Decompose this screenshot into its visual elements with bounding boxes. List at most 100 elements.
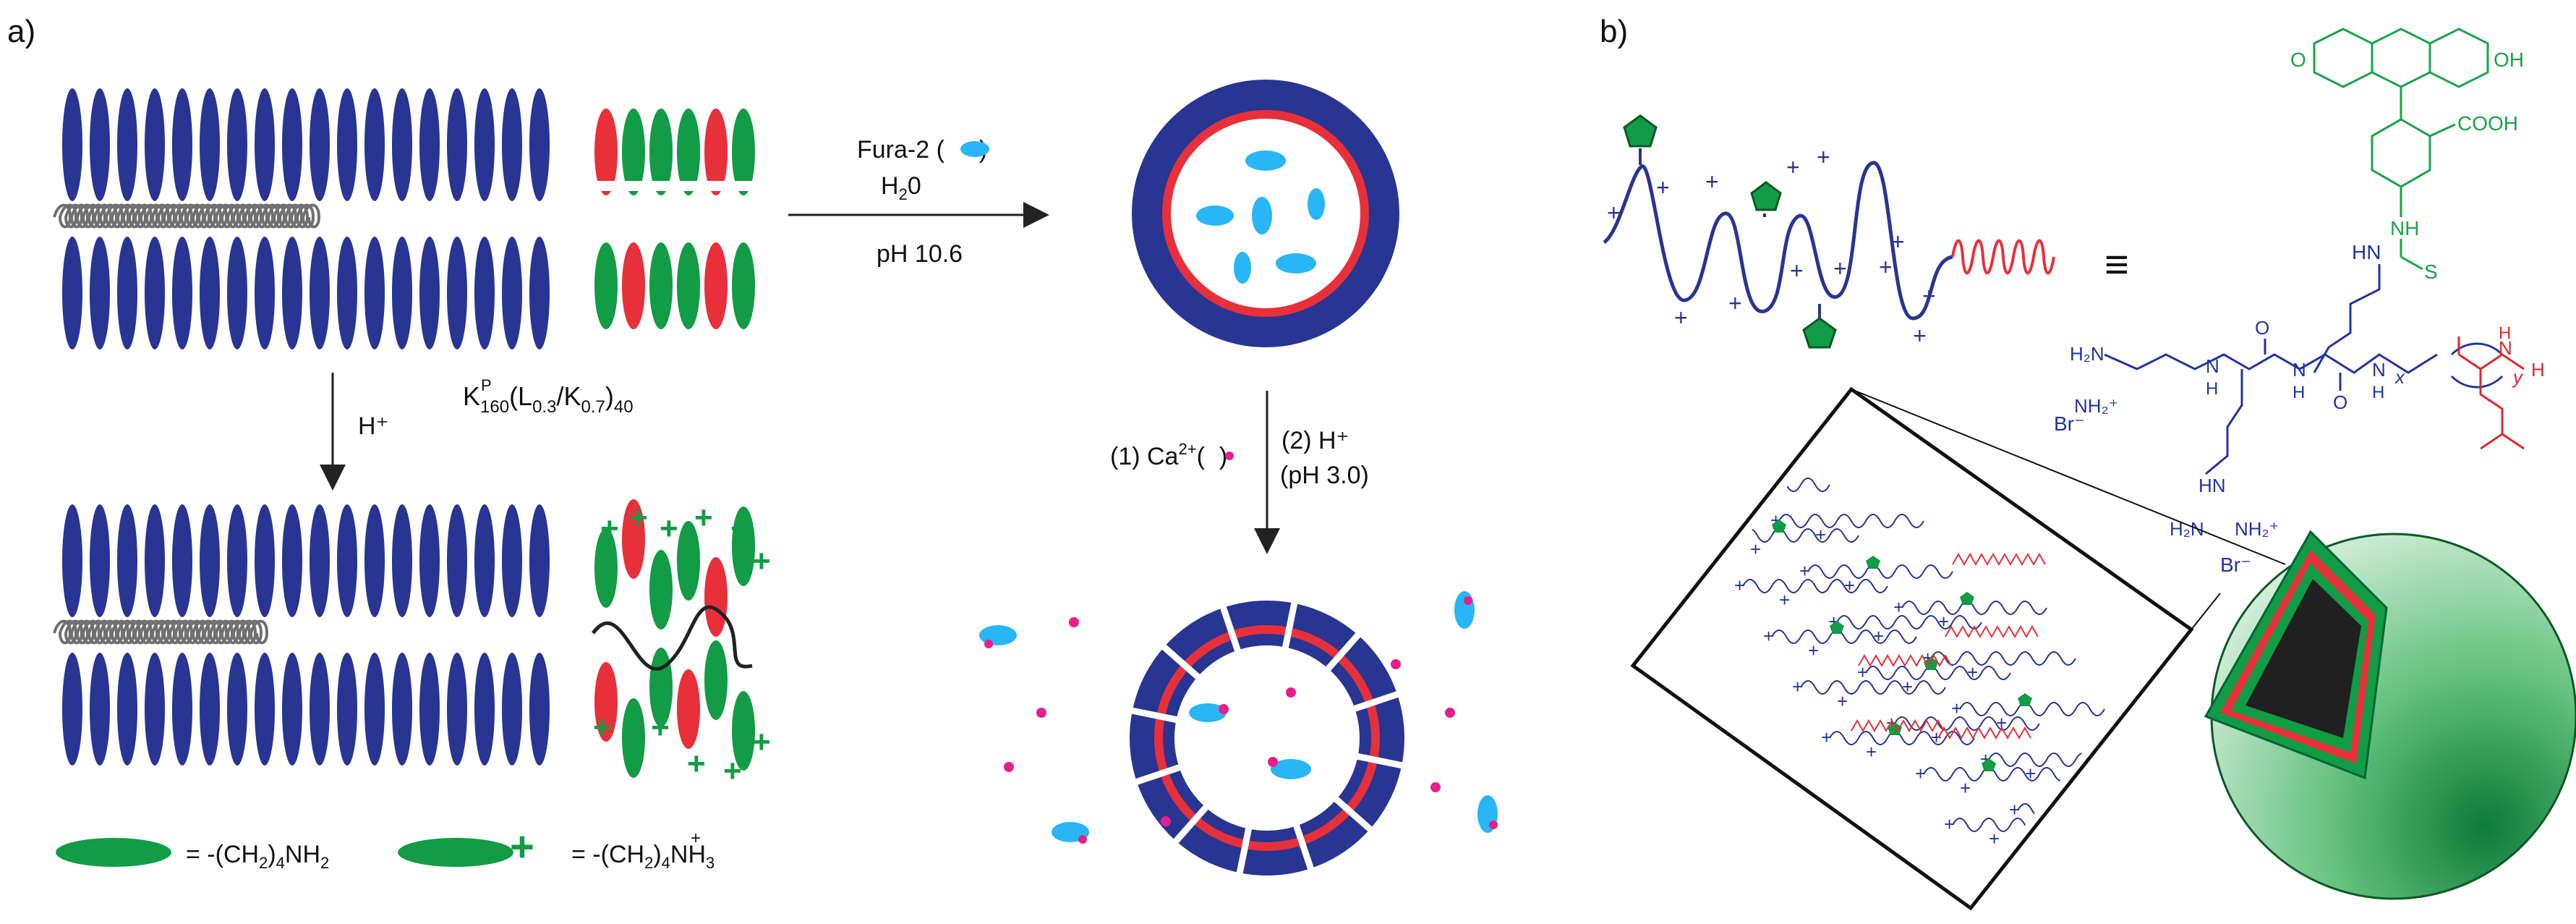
side-chain-lysine	[704, 242, 728, 329]
side-chain-hydrophobic	[227, 88, 247, 201]
sugar-pentagon-icon	[2018, 693, 2032, 706]
rupture-gap	[1329, 793, 1378, 836]
chain-segment	[2046, 854, 2180, 868]
rupture-gap	[1322, 627, 1365, 676]
chem-n1: N	[2206, 355, 2219, 377]
positive-charge: +	[1951, 698, 1962, 719]
ph-label-top: pH 10.6	[877, 240, 963, 268]
acid-label: (2) H⁺	[1281, 427, 1349, 454]
chem-n2: N	[2293, 359, 2306, 381]
chem-o1: O	[2255, 317, 2269, 339]
sugar-pentagon-icon	[1888, 722, 1902, 735]
side-chain-hydrophobic	[255, 504, 275, 617]
side-chain-hydrophobic	[502, 88, 522, 201]
panel-b-label: b)	[1600, 14, 1628, 49]
chemical-structure: O OH COOH NH S HN H₂N NH₂⁺ Br⁻ O O N N	[2054, 27, 2545, 576]
helix-segment	[1858, 653, 1952, 668]
side-chain-hydrophobic	[90, 504, 110, 617]
side-chain-hydrophobic	[364, 653, 385, 766]
fura2-cargo	[1454, 591, 1475, 629]
side-chain-lysine	[677, 109, 700, 195]
fura2-cargo	[1252, 197, 1272, 234]
side-chain-hydrophobic	[392, 653, 412, 766]
ph-label-bottom: (pH 3.0)	[1280, 462, 1369, 489]
positive-charge: +	[687, 746, 706, 781]
side-chain-hydrophobic	[337, 88, 357, 201]
side-chain-hydrophobic	[145, 237, 165, 349]
side-chain-lysine	[649, 109, 673, 195]
charge-signs: +++++++++++++	[1607, 144, 1936, 349]
calcium-ion	[984, 640, 993, 648]
chem-br1: Br⁻	[2054, 412, 2085, 435]
chem-hn-low: HN	[2198, 475, 2226, 496]
side-chain-lysine	[622, 109, 645, 195]
positive-charge: +	[660, 511, 678, 546]
rupture-gap	[1291, 819, 1316, 877]
chem-h2n: H₂N	[2070, 343, 2104, 365]
positive-charge: +	[752, 724, 771, 760]
calcium-ion	[1161, 816, 1171, 826]
side-chain-hydrophobic	[200, 653, 220, 766]
side-chain-hydrophobic	[529, 88, 550, 201]
calcium-ion	[1219, 704, 1229, 714]
positive-charge: +	[1944, 813, 1955, 835]
side-chain-hydrophobic	[447, 504, 467, 617]
sugar-pentagon-icon	[1924, 657, 1938, 670]
side-chain-hydrophobic	[392, 88, 412, 201]
calcium-ion	[1445, 708, 1455, 718]
side-chain-hydrophobic	[529, 504, 550, 617]
polypeptide-sheet-protonated: ++++++++++++	[53, 499, 771, 789]
helix-segment	[1937, 726, 2031, 740]
chem-n3: N	[2372, 359, 2386, 381]
side-chain-hydrophobic	[62, 653, 82, 766]
positive-charge: +	[1989, 828, 2000, 849]
sugar-pentagon-icon	[1772, 520, 1786, 533]
side-chain-hydrophobic	[255, 653, 275, 766]
chain-segment	[1930, 651, 2076, 666]
side-chain-hydrophobic	[419, 88, 440, 201]
side-chain-hydrophobic	[310, 237, 330, 349]
legend-neutral-lysine-icon	[56, 838, 171, 867]
positive-charge: +	[1705, 169, 1719, 195]
side-chain-lysine	[594, 109, 618, 195]
fura2-cargo	[1276, 253, 1316, 274]
side-chain-lysine	[594, 528, 618, 608]
positive-charge: +	[1607, 200, 1621, 226]
side-chain-hydrophobic	[282, 653, 302, 766]
side-chain-lysine	[732, 109, 755, 195]
calcium-ion	[1078, 835, 1087, 844]
side-chain-hydrophobic	[364, 88, 385, 201]
panel-a-label: a)	[7, 14, 35, 49]
legend-charged-lysine-icon	[398, 838, 513, 867]
positive-charge: +	[2112, 915, 2123, 924]
side-chain-hydrophobic	[337, 504, 357, 617]
positive-charge: +	[629, 500, 648, 535]
positive-charge: +	[1734, 575, 1745, 596]
calcium-ion	[1286, 687, 1296, 698]
positive-charge: +	[622, 728, 641, 763]
chem-cooh: COOH	[2457, 112, 2518, 135]
chain-segment	[1923, 767, 2069, 781]
chem-h2: H	[2293, 383, 2305, 402]
positive-charge: +	[1960, 777, 1971, 799]
side-chain-hydrophobic	[392, 237, 412, 349]
positive-charge: +	[1799, 560, 1810, 582]
positive-charge: +	[1866, 741, 1877, 763]
chem-nh2plus: NH₂⁺	[2074, 395, 2118, 417]
side-chain-hydrophobic	[172, 237, 192, 349]
chem-n-red: N	[2499, 337, 2512, 359]
chem-nh-top: NH	[2390, 217, 2419, 240]
fura2-cargo	[1271, 759, 1311, 779]
sugar-pentagon-icon	[1960, 592, 1974, 605]
chain-segment	[1800, 680, 1946, 695]
chem-o-left: O	[2290, 48, 2306, 71]
chain-segment	[1778, 514, 1924, 528]
positive-charge: +	[723, 753, 742, 789]
side-chain-hydrophobic	[90, 653, 110, 766]
helix-segment	[1851, 719, 1945, 733]
side-chain-hydrophobic	[474, 653, 495, 766]
vesicle-core-ring	[1154, 625, 1380, 851]
chain-segment	[1959, 702, 2105, 716]
chem-x: x	[2394, 366, 2405, 388]
chain-segment	[1901, 601, 2047, 615]
